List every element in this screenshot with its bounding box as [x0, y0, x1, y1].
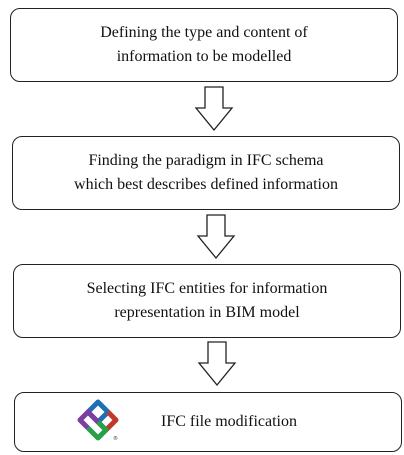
step-4-label: IFC file modification [161, 413, 297, 430]
svg-text:®: ® [113, 435, 118, 442]
step-1-line-2: information to be modelled [116, 48, 292, 65]
step-box-file-modification: IFC file modification [14, 392, 402, 452]
step-box-paradigm: Finding the paradigm in IFC schema which… [12, 136, 400, 210]
down-arrow-icon [194, 86, 234, 132]
step-3-line-1: Selecting IFC entities for information [86, 280, 328, 297]
step-2-line-1: Finding the paradigm in IFC schema [88, 152, 324, 169]
step-1-line-1: Defining the type and content of [100, 24, 308, 41]
ifc-logo-icon: ® [77, 399, 119, 442]
step-box-select-entities: Selecting IFC entities for information r… [13, 264, 401, 338]
step-3-line-2: representation in BIM model [114, 304, 300, 321]
step-2-line-2: which best describes defined information [74, 176, 338, 193]
down-arrow-icon [196, 214, 236, 260]
down-arrow-icon [197, 341, 237, 387]
step-box-define: Defining the type and content of informa… [10, 8, 398, 82]
